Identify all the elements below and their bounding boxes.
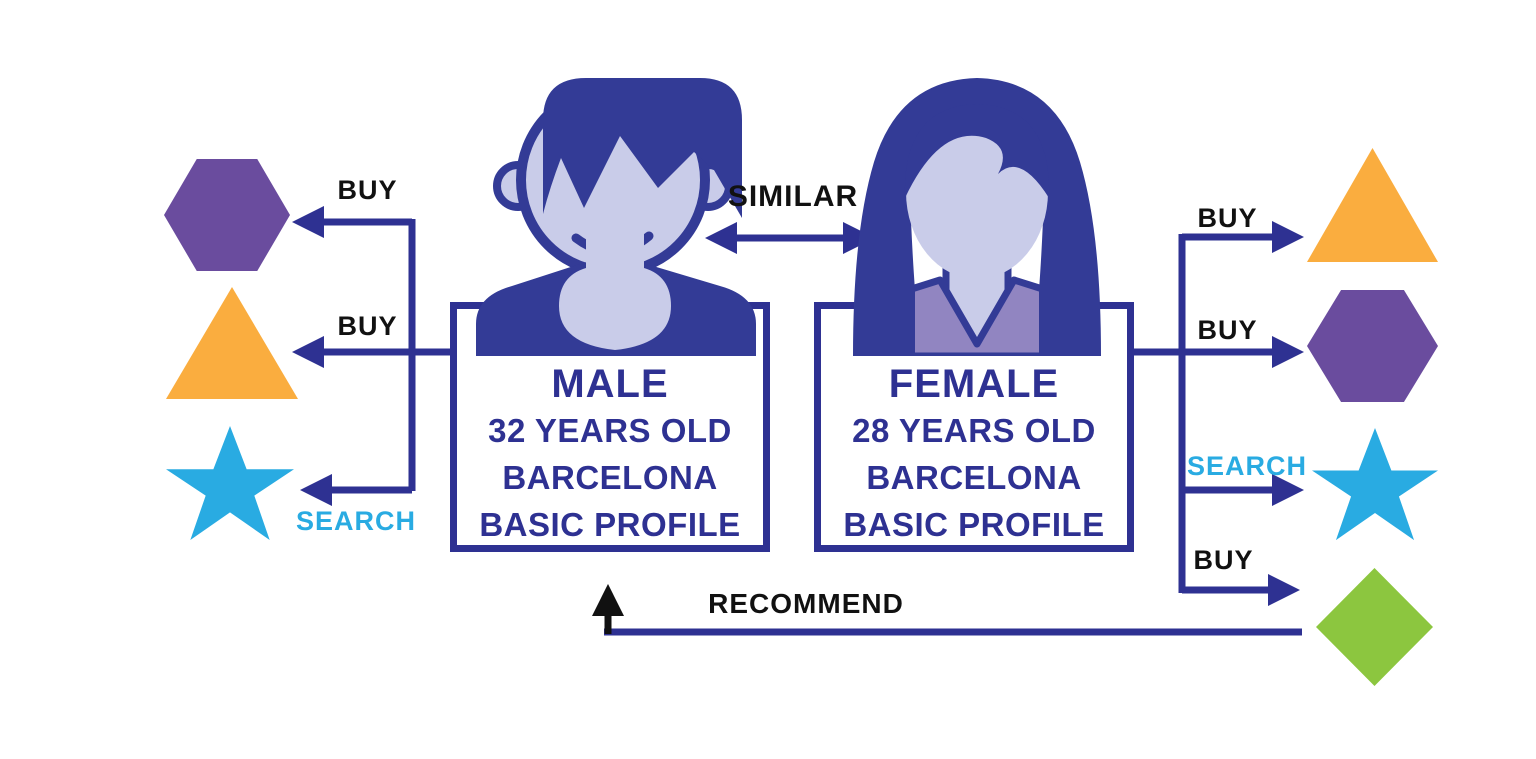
male-age: 32 YEARS OLD bbox=[488, 412, 732, 449]
search-label-left: SEARCH bbox=[295, 506, 416, 536]
male-city: BARCELONA bbox=[502, 459, 718, 496]
female-profile-text: FEMALE 28 YEARS OLD BARCELONA BASIC PROF… bbox=[821, 361, 1127, 548]
male-profile-card: MALE 32 YEARS OLD BARCELONA BASIC PROFIL… bbox=[450, 302, 770, 552]
buy-label-left-2: BUY bbox=[337, 311, 398, 341]
female-profile-card: FEMALE 28 YEARS OLD BARCELONA BASIC PROF… bbox=[814, 302, 1134, 552]
star-product-right bbox=[1312, 428, 1438, 541]
male-title: MALE bbox=[551, 362, 669, 406]
female-hair-fringe bbox=[904, 104, 1050, 198]
buy-label-right-2: BUY bbox=[1197, 315, 1258, 345]
female-profile-type: BASIC PROFILE bbox=[843, 506, 1105, 543]
buy-label-left-1: BUY bbox=[337, 175, 398, 205]
diamond-product-right bbox=[1316, 568, 1433, 686]
buy-label-right-1: BUY bbox=[1197, 203, 1258, 233]
male-profile-text: MALE 32 YEARS OLD BARCELONA BASIC PROFIL… bbox=[457, 361, 763, 548]
male-face bbox=[516, 83, 710, 277]
male-profile-type: BASIC PROFILE bbox=[479, 506, 741, 543]
star-product-left bbox=[166, 426, 294, 540]
male-ear-left bbox=[493, 161, 543, 211]
triangle-product-left bbox=[166, 287, 298, 399]
female-age: 28 YEARS OLD bbox=[852, 412, 1096, 449]
buy-label-right-3: BUY bbox=[1193, 545, 1254, 575]
female-city: BARCELONA bbox=[866, 459, 1082, 496]
triangle-product-right bbox=[1307, 148, 1438, 262]
female-title: FEMALE bbox=[888, 362, 1060, 406]
search-label-right: SEARCH bbox=[1186, 451, 1307, 481]
hexagon-product-right bbox=[1307, 290, 1438, 402]
recommend-label: RECOMMEND bbox=[708, 588, 904, 619]
female-face bbox=[906, 105, 1048, 279]
hexagon-product-left bbox=[164, 159, 290, 271]
male-smile bbox=[571, 231, 654, 256]
similar-label: SIMILAR bbox=[727, 180, 859, 213]
